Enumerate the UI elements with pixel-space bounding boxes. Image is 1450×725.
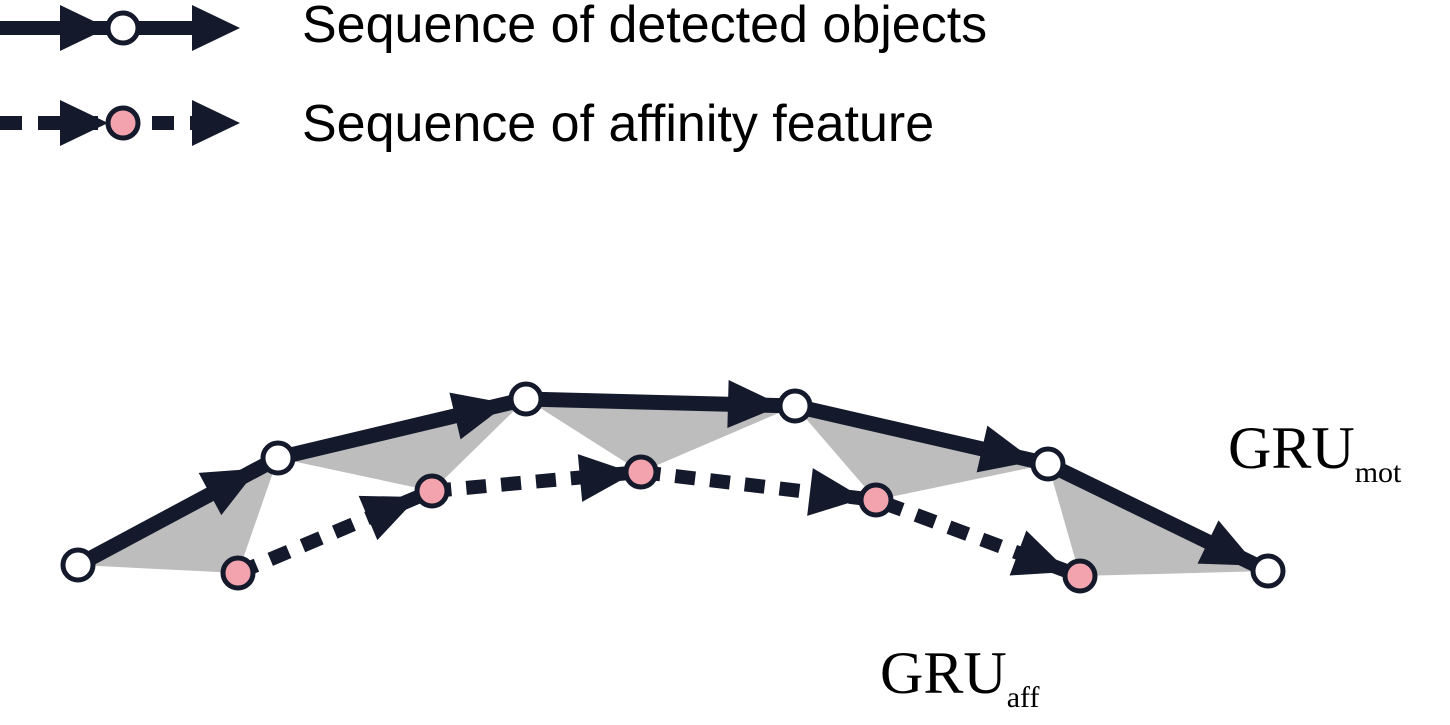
legend-dotted-arrowhead-1: [60, 100, 108, 146]
affinity-node-4: [858, 482, 894, 518]
legend-detected-node: [105, 10, 141, 46]
affinity-arrowhead-1: [358, 495, 418, 541]
affinity-arrowhead-3: [807, 468, 864, 516]
legend-dotted-sample: [0, 100, 240, 146]
gru-mot-label: GRUmot: [1228, 415, 1402, 489]
gru-aff-main: GRU: [880, 640, 1007, 706]
detected-node-2: [260, 440, 296, 476]
detected-arrowhead-4: [976, 425, 1035, 473]
affinity-nodes: [220, 454, 1098, 594]
legend-dotted-arrowhead-2: [192, 100, 240, 146]
affinity-node-1: [220, 555, 256, 591]
gru-mot-sub: mot: [1355, 456, 1402, 489]
detected-arrowheads: [198, 380, 1257, 566]
affinity-node-2: [414, 473, 450, 509]
shade-triangle-4: [795, 406, 1048, 500]
detected-node-1: [60, 547, 96, 583]
detected-arrowhead-1: [198, 468, 258, 516]
detected-arrowhead-2: [449, 392, 508, 440]
affinity-arrowhead-4: [1009, 530, 1069, 576]
legend-dotted-label: Sequence of affinity feature: [302, 95, 934, 153]
legend-solid-arrowhead-2: [192, 5, 240, 51]
detected-nodes: [60, 381, 1286, 589]
gru-mot-main: GRU: [1228, 415, 1355, 481]
affinity-sequence: [235, 464, 1083, 583]
detected-arrowhead-3: [727, 380, 782, 428]
affinity-node-3: [623, 454, 659, 490]
legend-affinity-node: [105, 105, 141, 141]
detected-arrowhead-5: [1197, 520, 1257, 566]
detected-node-4: [777, 388, 813, 424]
affinity-node-5: [1062, 558, 1098, 594]
affinity-arrowheads: [358, 454, 1069, 576]
legend-solid-sample: [0, 5, 240, 51]
detected-node-5: [1030, 446, 1066, 482]
legend-solid-label: Sequence of detected objects: [302, 0, 987, 54]
affinity-arrowhead-2: [577, 454, 634, 502]
gru-aff-label: GRUaff: [880, 640, 1039, 714]
detected-node-3: [508, 381, 544, 417]
legend-solid-arrowhead-1: [60, 5, 108, 51]
gru-aff-sub: aff: [1007, 681, 1040, 714]
detected-node-6: [1250, 553, 1286, 589]
